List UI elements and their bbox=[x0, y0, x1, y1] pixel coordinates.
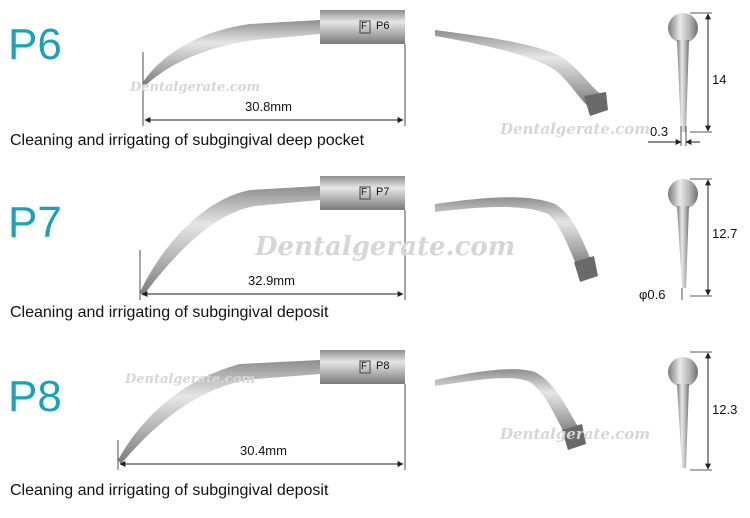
description-p8: Cleaning and irrigating of subgingival d… bbox=[10, 482, 329, 499]
watermark: Dentalgerate.com bbox=[500, 120, 651, 138]
watermark: Dentalgerate.com bbox=[255, 232, 516, 262]
tip-code-p6: P6 bbox=[8, 20, 62, 69]
tip-code-p7: P7 bbox=[8, 198, 62, 247]
description-p6: Cleaning and irrigating of subgingival d… bbox=[10, 132, 365, 149]
tip-engraving-p6: P6 bbox=[376, 20, 390, 32]
p6-tip-detail bbox=[648, 12, 712, 146]
tip-height-p7: 12.7 bbox=[712, 226, 738, 241]
p7-tip-detail bbox=[668, 178, 712, 300]
tip-width-p6: 0.3 bbox=[650, 124, 669, 139]
p8-side-view bbox=[117, 350, 406, 470]
length-label-p6: 30.8mm bbox=[245, 99, 292, 114]
p8-tip-detail bbox=[668, 351, 712, 471]
p8-angled-view bbox=[435, 369, 586, 450]
tip-engraving-p7: P7 bbox=[376, 186, 390, 198]
tip-code-p8: P8 bbox=[8, 372, 62, 421]
p7-side-view bbox=[139, 176, 406, 300]
description-p7: Cleaning and irrigating of subgingival d… bbox=[10, 304, 329, 321]
length-label-p8: 30.4mm bbox=[240, 443, 287, 458]
watermark: Dentalgerate.com bbox=[130, 80, 261, 95]
tip-width-p7: φ0.6 bbox=[639, 287, 666, 302]
p6-angled-view bbox=[435, 30, 608, 116]
brand-mark: F bbox=[361, 361, 368, 372]
brand-mark: F bbox=[361, 21, 368, 32]
watermark: Dentalgerate.com bbox=[500, 425, 651, 443]
tip-engraving-p8: P8 bbox=[376, 360, 390, 372]
length-label-p7: 32.9mm bbox=[248, 273, 295, 288]
brand-mark: F bbox=[361, 187, 368, 198]
p7-angled-view bbox=[435, 197, 598, 282]
watermark: Dentalgerate.com bbox=[125, 372, 256, 387]
tip-height-p8: 12.3 bbox=[712, 402, 738, 417]
p6-side-view bbox=[142, 10, 406, 126]
tip-height-p6: 14 bbox=[712, 72, 727, 87]
